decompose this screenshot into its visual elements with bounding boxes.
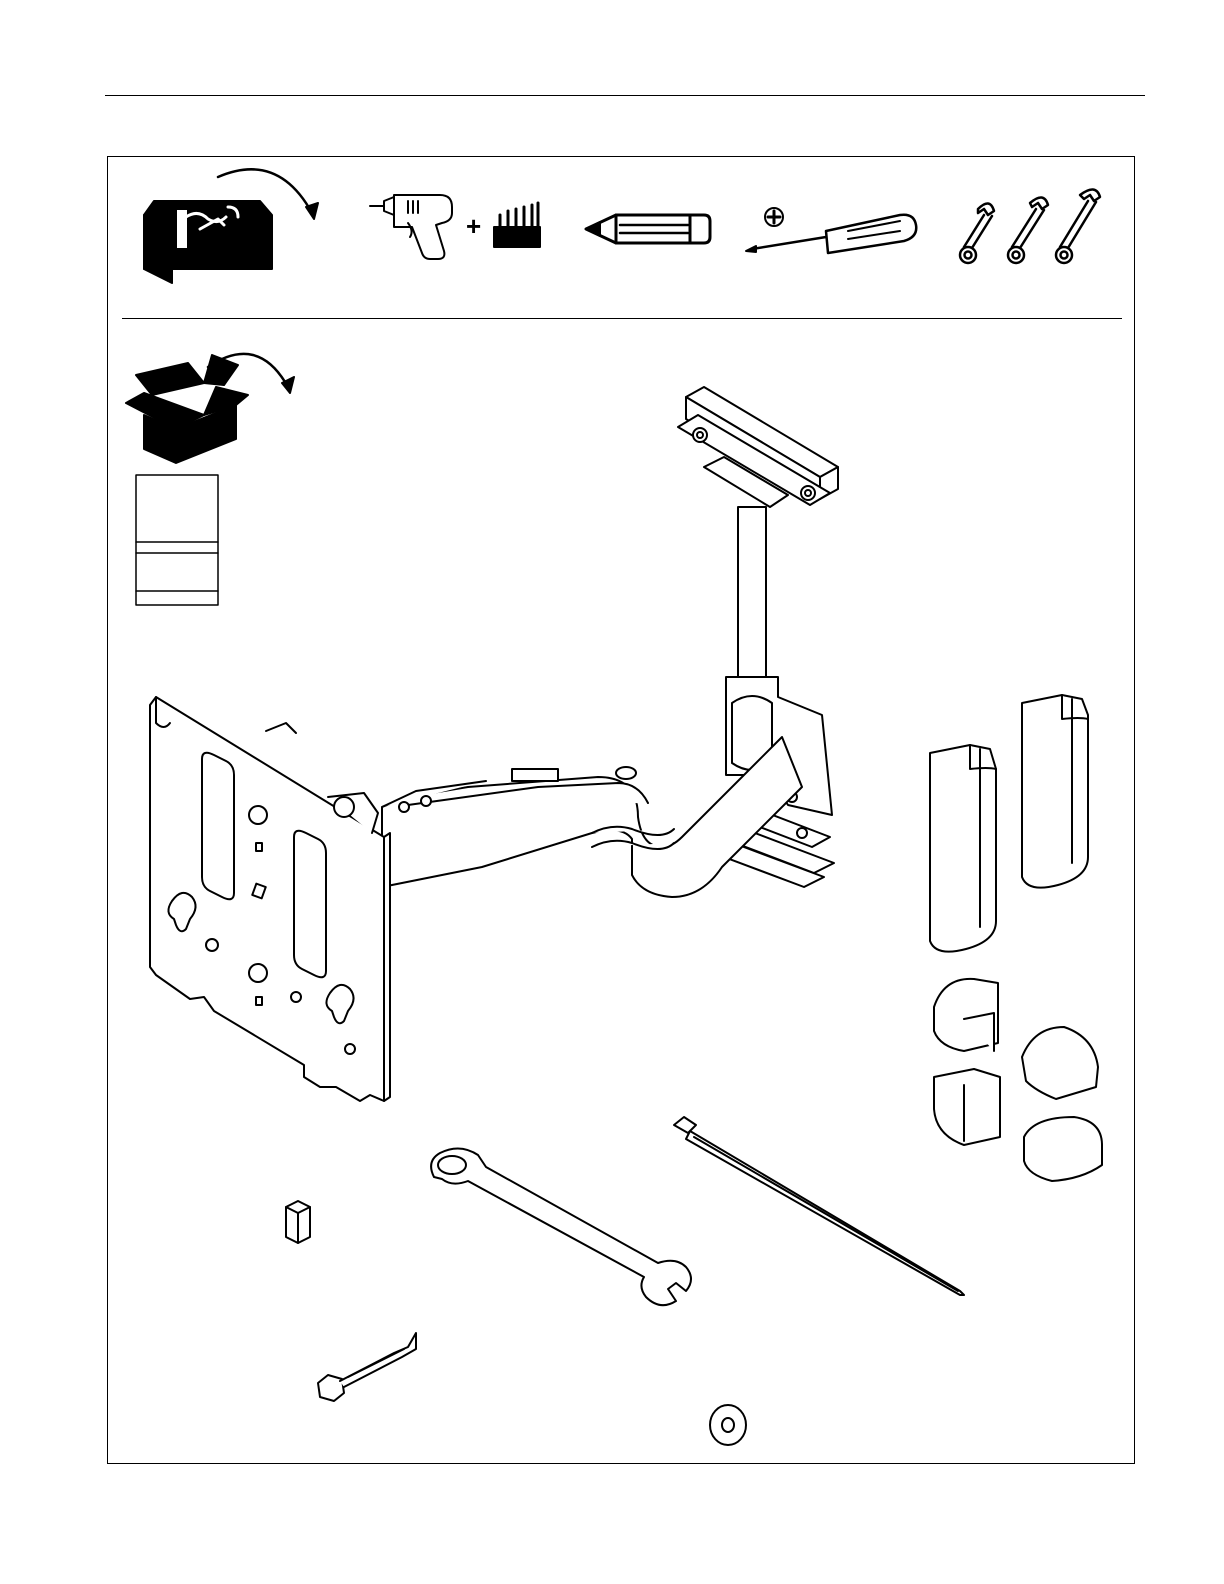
column-covers [930, 695, 1088, 952]
drill-icon [370, 195, 452, 259]
instruction-sheet [136, 475, 218, 605]
lag-bolt [318, 1333, 416, 1401]
tools-and-parts-frame: + [107, 156, 1135, 1464]
drill-bits-icon [494, 203, 540, 247]
end-caps [934, 979, 1102, 1181]
pencil-icon [586, 215, 710, 243]
toolbox-icon [144, 169, 318, 283]
header-rule [105, 95, 1145, 96]
cable-tie [674, 1117, 964, 1295]
wrench [431, 1148, 691, 1305]
illustration-canvas: + [108, 157, 1136, 1465]
open-box-icon [126, 354, 294, 463]
wrenches-icon [960, 189, 1100, 263]
plus-sign: + [466, 211, 481, 241]
hex-spacer [286, 1201, 310, 1243]
ceiling-mount-arm-assembly [150, 387, 838, 1101]
washer [710, 1405, 746, 1445]
phillips-screwdriver-icon [746, 208, 916, 253]
